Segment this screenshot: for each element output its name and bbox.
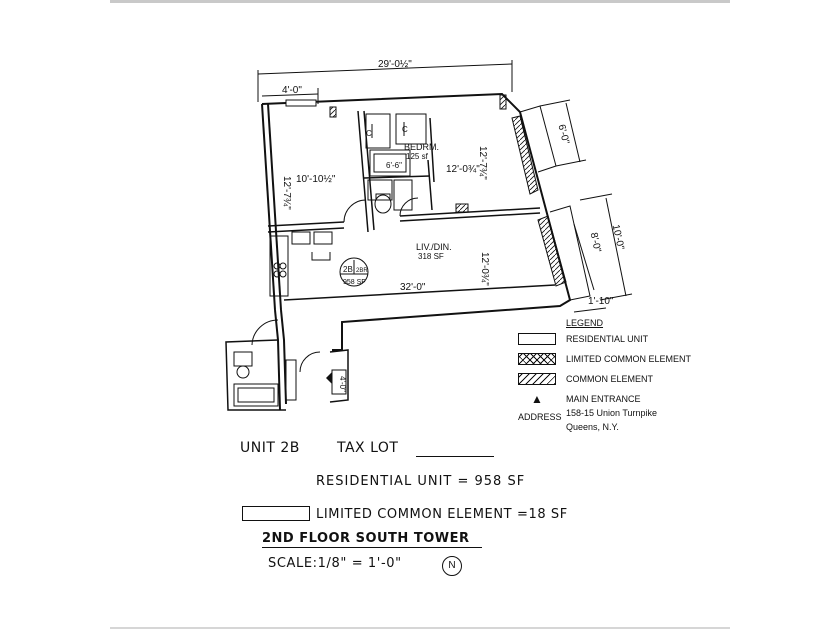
limited-common-area: LIMITED COMMON ELEMENT =18 SF	[316, 507, 568, 522]
legend-item-common: COMMON ELEMENT	[518, 372, 653, 386]
bedroom-name: BEDRM.	[404, 142, 439, 152]
limited-common-swatch	[242, 506, 310, 521]
dim-right-mid-inner: 8'-0"	[588, 232, 603, 254]
swatch-hatch	[518, 373, 556, 385]
main-entrance-marker	[326, 372, 332, 384]
floor-title-underline	[262, 547, 482, 548]
legend-title: LEGEND	[566, 318, 604, 328]
address-label: ADDRESS	[518, 412, 562, 422]
dim-bath: 6'-6"	[386, 161, 402, 170]
dim-bedroom-left-width: 10'-10½"	[296, 174, 336, 185]
dim-bedroom-right-width: 12'-0¾"	[446, 164, 480, 175]
legend-item-main-entrance: ▲ MAIN ENTRANCE	[518, 392, 640, 406]
residential-unit-area: RESIDENTIAL UNIT = 958 SF	[316, 474, 526, 489]
dim-living-width: 32'-0"	[400, 282, 426, 293]
unit-label: UNIT 2B	[240, 440, 300, 456]
living-area: 318 SF	[418, 252, 444, 261]
tag-type: 2BR	[356, 268, 368, 274]
tax-lot-blank	[416, 456, 494, 457]
swatch-empty	[518, 333, 556, 345]
unit-tag	[339, 257, 369, 287]
legend-item-limited-common: LIMITED COMMON ELEMENT	[518, 352, 691, 366]
dim-right-top: 6'-0"	[556, 123, 572, 145]
kitchen	[269, 231, 333, 297]
dim-left-jog: 4'-0"	[282, 85, 302, 96]
balconies	[519, 105, 591, 301]
tax-lot-label: TAX LOT	[337, 440, 399, 456]
tag-area: 958 SF	[343, 279, 366, 286]
closets	[365, 113, 427, 149]
bathroom-fixtures	[367, 149, 413, 214]
address-value: 158-15 Union Turnpike Queens, N.Y.	[566, 408, 658, 432]
dim-bedroom-left-height: 12'-7¾"	[281, 176, 292, 210]
scale-label: SCALE:1/8" = 1'-0"	[268, 556, 402, 571]
dim-right-mid-outer: 10'-0"	[610, 224, 626, 252]
bottom-border	[110, 627, 730, 629]
dim-bedroom-right-height: 12'-7¾"	[477, 146, 488, 180]
dim-living-height: 12'-0¾"	[479, 252, 490, 286]
windows	[285, 94, 567, 287]
floor-title: 2ND FLOOR SOUTH TOWER	[262, 531, 470, 546]
top-border	[110, 0, 730, 3]
tag-unit: 2B	[343, 265, 353, 274]
dim-right-bottom: 1'-10"	[588, 296, 614, 307]
bedroom-area: 125 sf	[406, 152, 429, 161]
right-dimensions	[539, 99, 633, 313]
triangle-icon: ▲	[531, 392, 543, 406]
legend-item-residential: RESIDENTIAL UNIT	[518, 332, 648, 346]
svg-text:C: C	[402, 125, 408, 134]
north-arrow-icon: N	[442, 556, 462, 576]
doors	[251, 197, 419, 373]
living-name: LIV./DIN.	[416, 242, 452, 252]
dim-overall-width: 29'-0½"	[378, 59, 412, 70]
swatch-crosshatch	[518, 353, 556, 365]
svg-text:C: C	[366, 129, 372, 138]
dim-hall: 4'-0"	[338, 376, 347, 392]
